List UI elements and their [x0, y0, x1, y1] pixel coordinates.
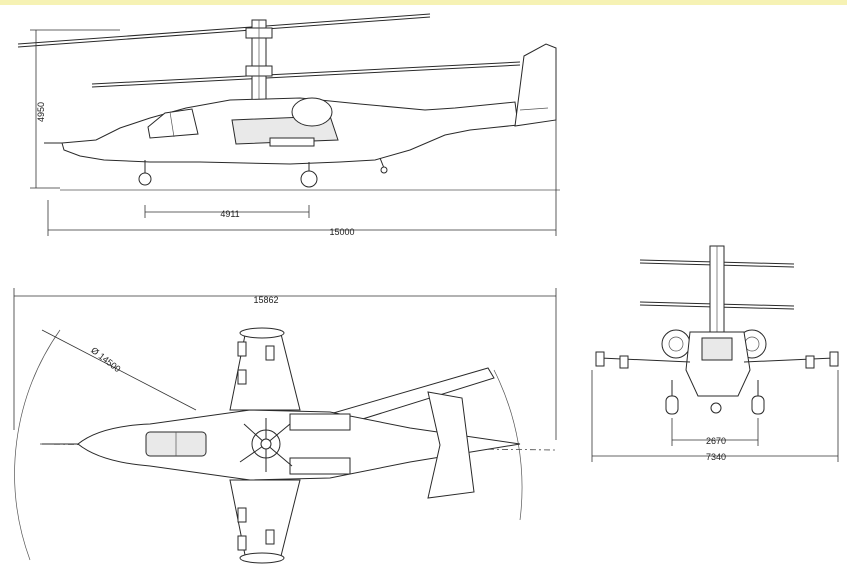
side-canopy: [147, 108, 199, 139]
dim-front-track: 2670: [706, 436, 726, 446]
upper-rotor-blade-edge: [17, 16, 431, 48]
dim-side-length: 15000: [329, 227, 354, 237]
side-view: 4950 4911 15000: [17, 13, 560, 237]
top-rotor-hub: [239, 418, 293, 472]
top-stabilizer: [427, 391, 475, 499]
front-view: 2670 7340: [591, 245, 839, 462]
front-wheel-right: [751, 395, 765, 415]
top-engine-upper: [289, 413, 351, 431]
dim-side-wheelbase: 4911: [220, 209, 239, 219]
side-main-wheel: [300, 170, 318, 188]
front-nose-wheel: [710, 402, 722, 414]
side-stub-wing: [269, 137, 315, 147]
wing-tip-pod-upper: [239, 327, 285, 339]
lower-rotor-blade: [91, 61, 521, 85]
front-wing-left: [599, 357, 691, 363]
front-canopy: [701, 337, 733, 361]
top-engine-lower: [289, 457, 351, 475]
side-tail-wheel: [380, 166, 388, 174]
wing-tip-pod-lower: [239, 552, 285, 564]
dim-front-span: 7340: [706, 452, 726, 462]
dim-top-length: 15862: [253, 295, 278, 305]
rotor-disc-arc: [14, 329, 61, 561]
side-engine-intake: [291, 97, 333, 127]
top-view: 15862 Ø 14500: [13, 288, 557, 564]
top-fuselage: [77, 409, 521, 481]
rotor-disc-arc-right: [493, 369, 523, 521]
front-wheel-left: [665, 395, 679, 415]
dim-side-height: 4950: [36, 102, 46, 122]
dim-rotor-diameter: Ø 14500: [89, 345, 122, 374]
side-nose-wheel: [138, 172, 152, 186]
side-tail-fin: [514, 43, 557, 127]
front-engine-left: [661, 329, 691, 359]
lower-rotor-blade-edge: [91, 64, 521, 88]
upper-rotor-blade: [17, 13, 431, 45]
front-wing-right: [743, 357, 835, 363]
top-strip: [0, 0, 847, 5]
